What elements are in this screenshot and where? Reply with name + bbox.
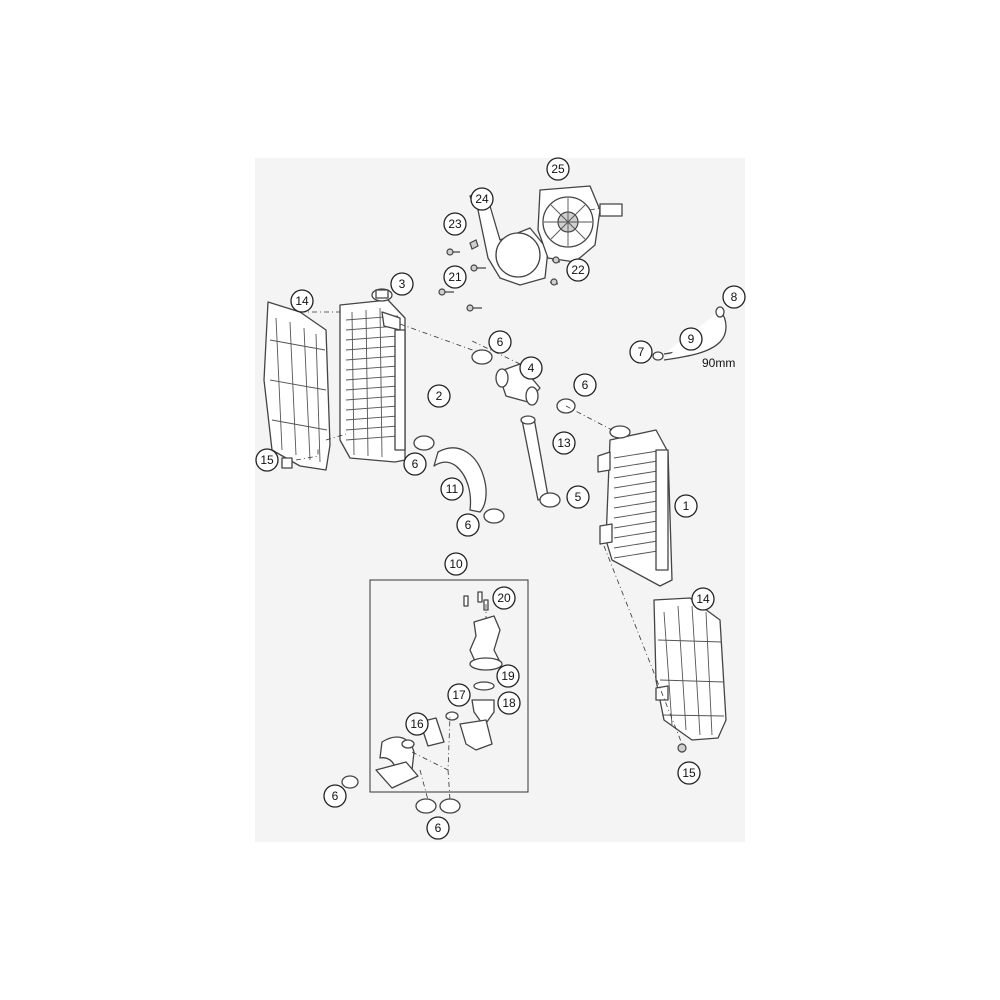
callout-11: 11 [440,477,464,501]
radiator-guard-left [263,301,331,471]
callout-2: 2 [427,384,451,408]
hose-clamps [341,349,576,814]
callout-22: 22 [566,258,590,282]
callout-15-b: 15 [677,761,701,785]
callout-17: 17 [447,683,471,707]
dimension-label: 90mm [702,356,735,370]
svg-text:16: 16 [410,717,424,731]
guard-fastener-right [677,743,687,753]
callout-1: 1 [674,494,698,518]
svg-text:6: 6 [435,821,442,835]
svg-text:15: 15 [260,453,274,467]
callout-3: 3 [390,272,414,296]
callout-14-b: 14 [691,587,715,611]
callout-6-c: 6 [403,452,427,476]
svg-text:24: 24 [475,192,489,206]
callout-20: 20 [492,586,516,610]
svg-text:6: 6 [465,518,472,532]
svg-text:1: 1 [683,499,690,513]
svg-text:18: 18 [502,696,516,710]
guard-fastener-left [281,457,293,469]
coolant-pipe [520,415,549,501]
svg-text:4: 4 [528,361,535,375]
svg-text:21: 21 [448,270,462,284]
hose-connector [495,363,541,406]
callout-23: 23 [443,212,467,236]
callout-19: 19 [496,664,520,688]
svg-text:25: 25 [551,162,565,176]
svg-text:15: 15 [682,766,696,780]
callout-25: 25 [546,157,570,181]
svg-text:13: 13 [557,436,571,450]
fan-bracket [477,205,549,286]
callout-8: 8 [722,285,746,309]
callout-10: 10 [444,552,468,576]
svg-text:17: 17 [452,688,466,702]
callout-18: 18 [497,691,521,715]
radiator-guard-right [653,597,727,741]
callout-13: 13 [552,431,576,455]
callout-6-d: 6 [456,513,480,537]
svg-text:20: 20 [497,591,511,605]
thermostat-kit-frame [369,579,529,793]
callout-14-a: 14 [290,289,314,313]
radiator-hose [433,447,487,513]
radiator-right [597,425,673,587]
svg-text:14: 14 [696,592,710,606]
callout-9: 9 [679,327,703,351]
svg-text:11: 11 [446,482,459,496]
svg-text:6: 6 [582,378,589,392]
radiator-left-outlet [381,311,401,331]
svg-text:7: 7 [638,345,645,359]
svg-text:5: 5 [575,490,582,504]
svg-text:23: 23 [448,217,462,231]
callout-6-a: 6 [488,330,512,354]
svg-text:22: 22 [571,263,585,277]
callout-6-f: 6 [426,816,450,840]
svg-text:6: 6 [497,335,504,349]
callout-5: 5 [566,485,590,509]
callout-7: 7 [629,340,653,364]
svg-text:6: 6 [412,457,419,471]
fan-unit [537,185,623,263]
callout-24: 24 [470,187,494,211]
callout-21: 21 [443,265,467,289]
thermostat-kit [375,591,503,789]
callout-4: 4 [519,356,543,380]
svg-text:3: 3 [399,277,406,291]
svg-text:2: 2 [436,389,443,403]
callout-16: 16 [405,712,429,736]
callout-6-b: 6 [573,373,597,397]
svg-text:10: 10 [449,557,463,571]
svg-text:9: 9 [688,332,695,346]
svg-text:14: 14 [295,294,309,308]
callout-15-a: 15 [255,448,279,472]
callout-6-e: 6 [323,784,347,808]
radiator-cap [371,288,393,302]
svg-text:19: 19 [501,669,515,683]
radiator-left [339,299,406,463]
svg-text:8: 8 [731,290,738,304]
svg-text:6: 6 [332,789,339,803]
